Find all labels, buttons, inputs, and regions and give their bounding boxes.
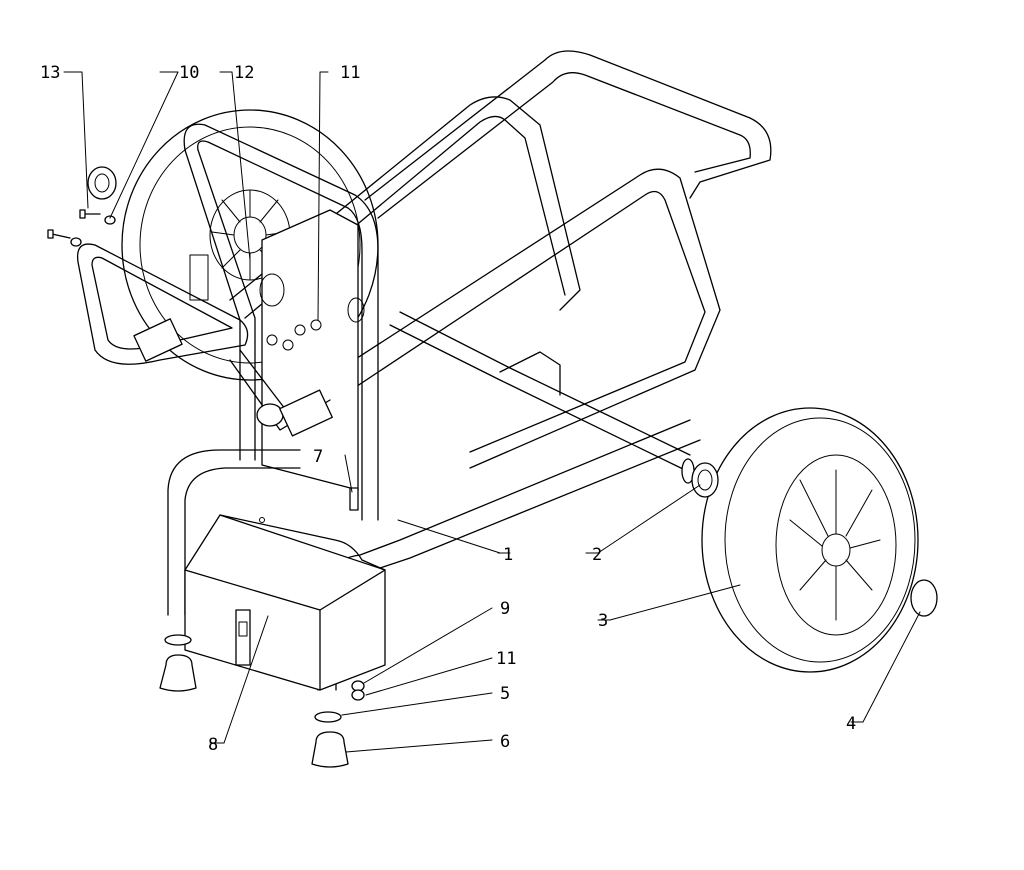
label-part-5: 5 [500, 684, 510, 704]
label-part-9: 9 [500, 599, 510, 619]
label-part-7: 7 [313, 447, 323, 467]
tool-box [184, 514, 386, 691]
label-part-6: 6 [500, 732, 510, 752]
label-part-10: 10 [179, 63, 199, 83]
nut-icon [351, 689, 365, 701]
rear-foot [159, 634, 197, 692]
top-left-fasteners [47, 166, 117, 247]
label-part-8: 8 [208, 735, 218, 755]
leader-lines [63, 71, 921, 753]
label-part-12: 12 [234, 63, 254, 83]
label-part-2: 2 [592, 545, 602, 565]
hub-cap [910, 579, 938, 617]
part-labels: 13 10 12 11 7 1 2 3 4 9 11 5 6 8 [40, 63, 856, 755]
axle-washer [691, 462, 719, 498]
side-handle [76, 243, 333, 437]
label-part-11-bottom: 11 [496, 649, 516, 669]
front-foot [311, 711, 349, 768]
label-part-11-top: 11 [340, 63, 360, 83]
label-part-1: 1 [503, 545, 513, 565]
bolt-part7 [349, 487, 359, 511]
handle-frame [229, 50, 772, 469]
label-part-4: 4 [846, 714, 856, 734]
wheel [701, 407, 919, 673]
label-ticks [209, 552, 864, 744]
label-part-3: 3 [598, 611, 608, 631]
label-part-13: 13 [40, 63, 60, 83]
